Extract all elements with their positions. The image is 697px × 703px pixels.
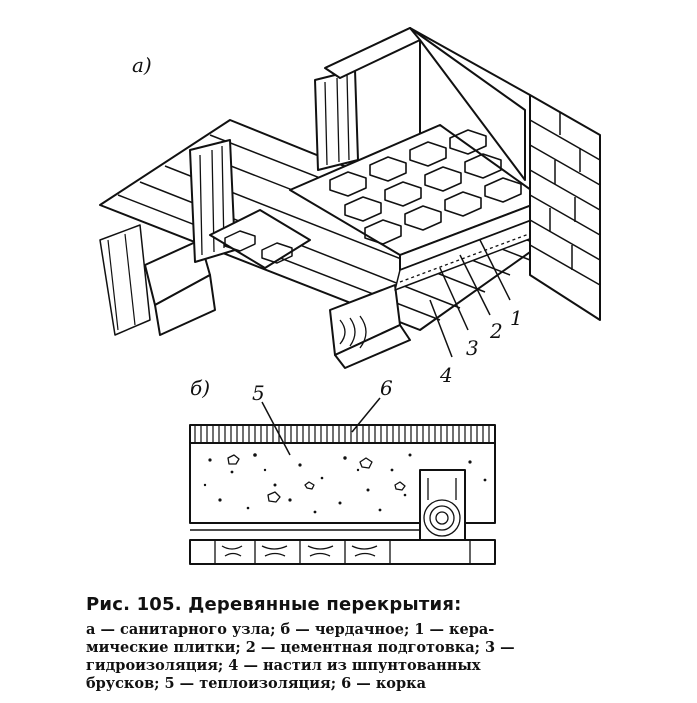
drawing-b-section [189, 397, 496, 565]
label-b: б) [190, 376, 210, 400]
callout-5: 5 [252, 381, 265, 405]
caption-line: брусков; 5 — теплоизоляция; 6 — корка [86, 675, 426, 692]
figure-caption: Рис. 105. Деревянные перекрытия: а — сан… [86, 594, 646, 693]
caption-line: гидроизоляция; 4 — настил из шпунтованны… [86, 657, 481, 674]
callout-1: 1 [510, 306, 523, 330]
floor-construction-drawings: а) б) 1 2 3 4 5 6 [99, 27, 601, 565]
drawing-a-isometric [99, 27, 601, 369]
callout-4: 4 [439, 363, 453, 387]
label-a: а) [132, 53, 152, 77]
caption-line: мические плитки; 2 — цементная подготовк… [86, 639, 515, 656]
callout-2: 2 [489, 319, 503, 343]
caption-title: Рис. 105. Деревянные перекрытия: [86, 594, 462, 615]
caption-line: а — санитарного узла; б — чердачное; 1 —… [86, 621, 495, 638]
callout-3: 3 [466, 336, 479, 360]
callout-6: 6 [380, 376, 393, 400]
